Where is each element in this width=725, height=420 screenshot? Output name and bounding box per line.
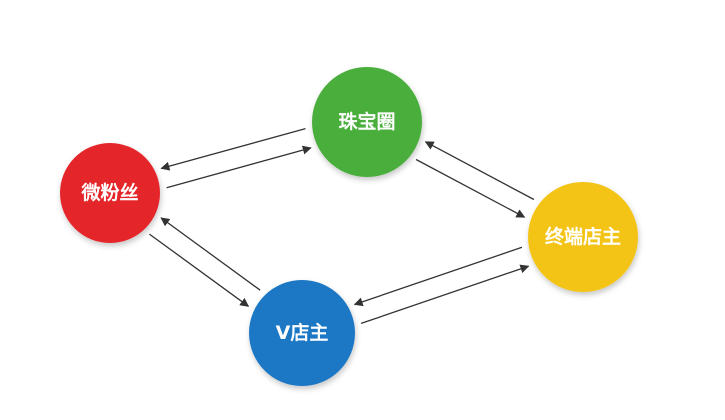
node-label-weifensi: 微粉丝 bbox=[80, 181, 138, 204]
arrow-zhubaoquan-to-zhongduan bbox=[415, 158, 526, 218]
node-circle-vdianzhu bbox=[249, 280, 355, 386]
node-zhongduan: 终端店主 bbox=[528, 182, 638, 292]
arrow-zhongduan-to-vdianzhu bbox=[353, 246, 523, 307]
node-circle-zhubaoquan bbox=[312, 67, 422, 177]
node-label-vdianzhu: V店主 bbox=[276, 321, 329, 344]
arrow-zhongduan-to-zhubaoquan bbox=[424, 141, 535, 201]
node-label-zhongduan: 终端店主 bbox=[545, 225, 621, 248]
node-weifensi: 微粉丝 bbox=[60, 143, 160, 243]
arrows-layer bbox=[149, 127, 535, 325]
node-zhubaoquan: 珠宝圈 bbox=[312, 67, 422, 177]
node-vdianzhu: V店主 bbox=[249, 280, 355, 386]
arrow-vdianzhu-to-weifensi bbox=[160, 217, 261, 291]
arrow-zhubaoquan-to-weifensi bbox=[160, 127, 306, 171]
node-circle-zhongduan bbox=[528, 182, 638, 292]
node-circle-weifensi bbox=[60, 143, 160, 243]
arrow-vdianzhu-to-zhongduan bbox=[360, 264, 530, 325]
node-label-zhubaoquan: 珠宝圈 bbox=[338, 110, 395, 133]
arrow-weifensi-to-zhubaoquan bbox=[166, 145, 312, 189]
arrow-weifensi-to-vdianzhu bbox=[149, 233, 250, 307]
